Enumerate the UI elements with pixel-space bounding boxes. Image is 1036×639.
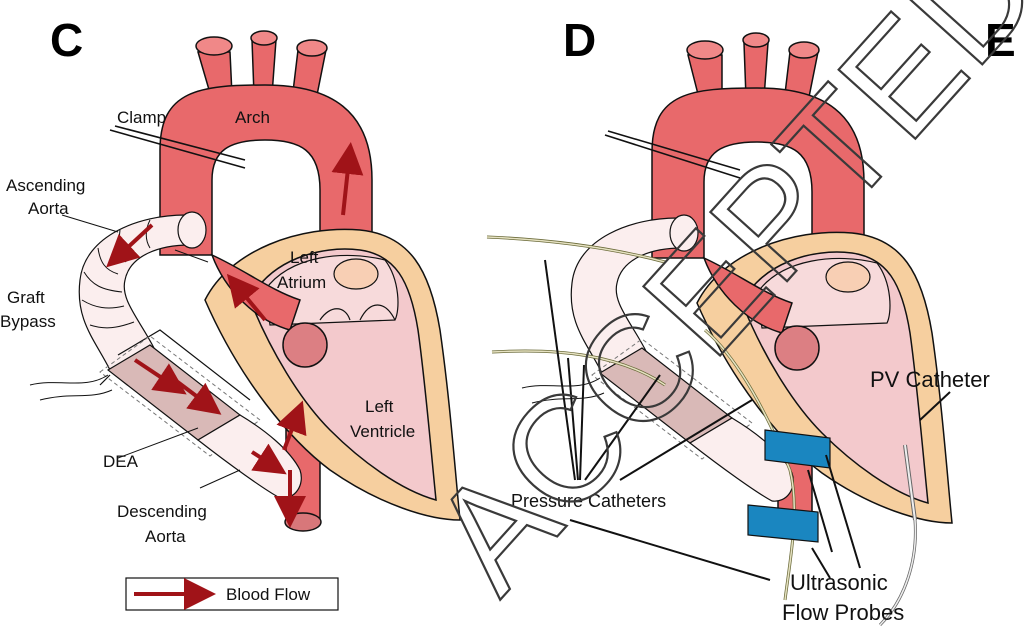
label-descending-2: Aorta bbox=[145, 527, 186, 546]
flow-probe-lower bbox=[748, 505, 818, 542]
label-ascending-1: Ascending bbox=[6, 176, 85, 195]
label-arch: Arch bbox=[235, 108, 270, 127]
panel-letter-d: D bbox=[563, 14, 596, 66]
label-graft-1: Graft bbox=[7, 288, 45, 307]
label-graft-2: Bypass bbox=[0, 312, 56, 331]
label-left-ventricle-2: Ventricle bbox=[350, 422, 415, 441]
label-descending-1: Descending bbox=[117, 502, 207, 521]
panel-c: C bbox=[0, 14, 460, 610]
label-left-ventricle-1: Left bbox=[365, 397, 394, 416]
label-ultrasonic-2: Flow Probes bbox=[782, 600, 904, 625]
label-clamp: Clamp bbox=[117, 108, 166, 127]
panel-letter-c: C bbox=[50, 14, 83, 66]
label-ascending-2: Aorta bbox=[28, 199, 69, 218]
legend-label: Blood Flow bbox=[226, 585, 311, 604]
label-dea: DEA bbox=[103, 452, 139, 471]
label-left-atrium-1: Left bbox=[290, 248, 319, 267]
legend: Blood Flow bbox=[126, 578, 338, 610]
label-left-atrium-2: Atrium bbox=[277, 273, 326, 292]
label-ultrasonic-1: Ultrasonic bbox=[790, 570, 888, 595]
heart bbox=[205, 229, 460, 520]
label-pv-catheter: PV Catheter bbox=[870, 367, 990, 392]
